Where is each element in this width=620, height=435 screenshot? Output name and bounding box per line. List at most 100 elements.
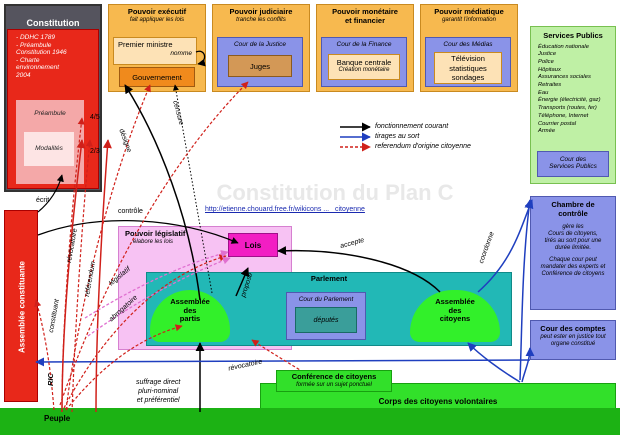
watermark: Constitution du Plan C <box>216 180 454 205</box>
comptes-text: peut ester en justice tout <box>540 333 606 340</box>
service-item: Courrier postal <box>538 120 577 127</box>
preambule-panel: Préambule Modalités <box>16 100 84 184</box>
service-item: Transports (routes, fer) <box>538 105 597 112</box>
cour-justice-panel: Cour de la Justice Juges <box>217 37 303 87</box>
service-item: Assurances sociales <box>538 74 591 81</box>
constitution-line: - Charte <box>16 56 40 64</box>
legend-label-tirages: tirages au sort <box>375 133 420 140</box>
judiciaire-panel: Pouvoir judiciaire tranche les conflits … <box>212 4 310 92</box>
label-suffrage: suffrage direct pluri-nominal et préfére… <box>136 378 180 405</box>
suffrage-line: et préférentiel <box>136 397 180 404</box>
mediatique-title: Pouvoir médiatique <box>434 7 504 16</box>
conference-subtitle: formée sur un sujet ponctuel <box>296 381 372 388</box>
service-item: Retraites <box>538 82 562 89</box>
media-line: Télévision <box>451 54 485 63</box>
cour-medias-label: Cour des Médias <box>443 41 493 48</box>
comptes-panel: Cour des comptes peut ester en justice t… <box>530 320 616 360</box>
premier-ministre-box: Premier ministre nomme <box>113 37 197 65</box>
constitution-texts: - DDHC 1789 - Préambule Constitution 194… <box>8 30 98 79</box>
nomme-label: nomme <box>170 50 192 57</box>
peuple-label: Peuple <box>44 414 71 423</box>
cour-services-line: Services Publics <box>549 163 597 170</box>
mediatique-panel: Pouvoir médiatique garantit l'informatio… <box>420 4 518 92</box>
service-item: Armée <box>538 128 556 135</box>
parlement-title: Parlement <box>310 274 348 283</box>
service-item: Téléphone, Internet <box>538 112 589 119</box>
monetaire-title: Pouvoir monétaire et financier <box>317 7 413 25</box>
constituante-box: Assemblée constituante <box>4 210 38 402</box>
label-coordonne: coordonne <box>478 230 496 265</box>
url-link[interactable]: http://etienne.chouard.free.fr/wikicons … <box>205 206 365 213</box>
label-constituant: constituant <box>48 298 61 334</box>
judiciaire-subtitle: tranche les conflits <box>236 16 286 23</box>
monetaire-title-line: et financier <box>344 15 385 25</box>
deputes-box: députés <box>295 307 357 333</box>
constitution-line: environnement <box>16 64 59 71</box>
juges-box: Juges <box>228 55 292 77</box>
partis-line: partis <box>179 314 201 323</box>
label-revocatoire1: révocatoire <box>66 227 79 264</box>
legend-label-referendum: referendum d'origine citoyenne <box>375 143 471 150</box>
corps-title: Corps des citoyens volontaires <box>378 397 498 406</box>
lois-box: Lois <box>228 233 278 257</box>
constitution-line: Constitution 1946 <box>16 49 67 56</box>
cour-finance-label: Cour de la Finance <box>336 41 392 48</box>
executif-title: Pouvoir exécutif <box>127 7 187 16</box>
label-controle: contrôle <box>118 208 143 215</box>
chambre-title-line: Chambre de <box>551 200 595 209</box>
chambre-text1: gère les Cours de citoyens, tirés au sor… <box>531 224 615 252</box>
chambre-text: Conférence de citoyens <box>541 271 605 277</box>
chambre-title-line: contrôle <box>558 208 588 218</box>
constitution-title: Constitution <box>26 18 80 28</box>
comptes-title: Cour des comptes <box>540 324 606 333</box>
comptes-text: organe constitué <box>550 340 596 347</box>
citoyens-line: des <box>448 305 462 315</box>
label-frac2: 2/3 <box>90 148 100 155</box>
service-item: Énergie (électricité, gaz) <box>538 97 601 104</box>
label-frac1: 4/5 <box>90 114 100 121</box>
cour-justice-label: Cour de la Justice <box>233 41 287 48</box>
label-designe: désigne <box>117 128 133 154</box>
media-line: statistiques <box>449 63 487 73</box>
citoyens-blob: Assemblée des citoyens <box>410 290 500 342</box>
label-ecrit: écrit <box>36 197 50 204</box>
arrow-corps-chambre <box>519 199 534 381</box>
modalites-box: Modalités <box>24 132 74 166</box>
services-panel: Services Publics Éducation nationale Jus… <box>530 26 616 184</box>
preambule-label: Préambule <box>34 110 66 117</box>
partis-blob: Assemblée des partis <box>150 290 230 342</box>
constitution-line: - DDHC 1789 <box>16 34 56 41</box>
service-item: Éducation nationale <box>538 43 589 50</box>
premier-ministre-label: Premier ministre <box>118 40 173 49</box>
judiciaire-title: Pouvoir judiciaire <box>229 7 293 16</box>
banque-centrale-box: Banque centrale Création monétaire <box>328 54 400 80</box>
cour-finance-panel: Cour de la Finance Banque centrale Créat… <box>321 37 407 87</box>
chambre-text: Chaque cour peut <box>549 257 597 263</box>
cour-services-box: Cour des Services Publics <box>537 151 609 177</box>
peuple-bar: Peuple <box>0 408 620 435</box>
conference-panel: Conférence de citoyens formée sur un suj… <box>276 370 392 392</box>
services-list: Éducation nationale Justice Police Hôpit… <box>531 41 615 136</box>
label-censure: censure <box>171 100 185 126</box>
arrow-corps-citoyens <box>467 342 521 383</box>
banque-label: Banque centrale <box>336 58 392 67</box>
cour-medias-panel: Cour des Médias Télévision statistiques … <box>425 37 511 87</box>
label-accepte: accepte <box>339 236 366 251</box>
cour-parlement-panel: Cour du Parlement députés <box>286 292 366 340</box>
chambre-text: gère les <box>562 224 584 230</box>
executif-subtitle: fait appliquer les lois <box>129 16 185 23</box>
executif-panel: Pouvoir exécutif fait appliquer les lois… <box>108 4 206 92</box>
service-item: Justice <box>538 51 557 58</box>
arrow-long-left <box>35 357 531 367</box>
mediatique-subtitle: garantit l'information <box>442 16 496 23</box>
creation-monetaire-label: Création monétaire <box>338 67 390 73</box>
monetaire-panel: Pouvoir monétaire et financier Cour de l… <box>316 4 414 92</box>
media-line: sondages <box>451 73 485 82</box>
chambre-text: tirés au sort pour une <box>544 238 602 244</box>
cour-services-line: Cour des <box>559 156 587 163</box>
service-item: Hôpitaux <box>538 66 561 73</box>
label-revocatoire2: révocatoire <box>227 358 263 373</box>
citoyens-line: Assemblée <box>435 297 475 306</box>
constituante-label: Assemblée constituante <box>17 260 27 354</box>
medias-box: Télévision statistiques sondages <box>434 52 502 84</box>
